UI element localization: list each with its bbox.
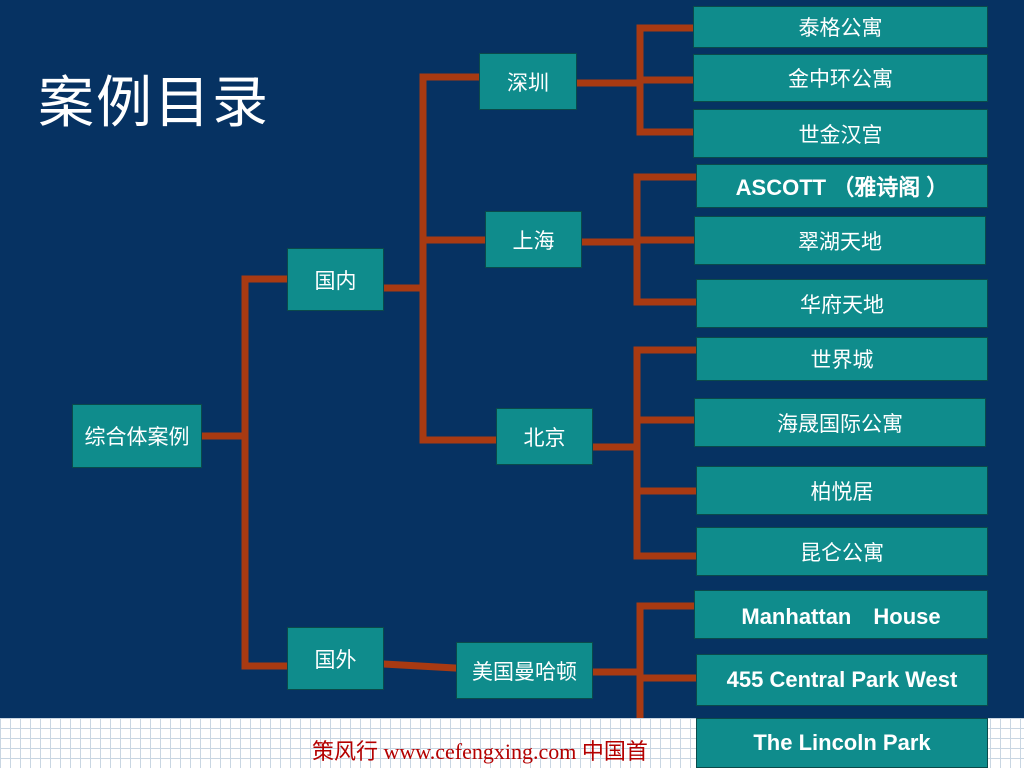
domestic-node: 国内 <box>287 248 384 311</box>
project-node-manhattan-3: The Lincoln Park <box>696 718 988 768</box>
page-title: 案例目录 <box>38 71 270 136</box>
footer-text: 策风行 www.cefengxing.com 中国首 <box>312 739 648 764</box>
root-node: 综合体案例 <box>72 404 202 468</box>
project-node-beijing-4: 昆仑公寓 <box>696 527 988 576</box>
project-node-beijing-2: 海晟国际公寓 <box>694 398 986 447</box>
project-node-shanghai-3: 华府天地 <box>696 279 988 328</box>
project-node-beijing-1: 世界城 <box>696 337 988 381</box>
project-node-shanghai-2: 翠湖天地 <box>694 216 986 265</box>
connector-line <box>380 660 460 672</box>
project-node-manhattan-1: Manhattan House <box>694 590 988 639</box>
project-node-shenzhen-3: 世金汉宫 <box>693 109 988 158</box>
city-node-beijing: 北京 <box>496 408 593 465</box>
project-node-shanghai-1: ASCOTT （雅诗阁 ） <box>696 164 988 208</box>
project-node-manhattan-2: 455 Central Park West <box>696 654 988 706</box>
city-node-shanghai: 上海 <box>485 211 582 268</box>
city-node-manhattan: 美国曼哈顿 <box>456 642 593 699</box>
project-node-shenzhen-1: 泰格公寓 <box>693 6 988 48</box>
project-node-shenzhen-2: 金中环公寓 <box>693 54 988 102</box>
project-node-beijing-3: 柏悦居 <box>696 466 988 515</box>
overseas-node: 国外 <box>287 627 384 690</box>
city-node-shenzhen: 深圳 <box>479 53 577 110</box>
